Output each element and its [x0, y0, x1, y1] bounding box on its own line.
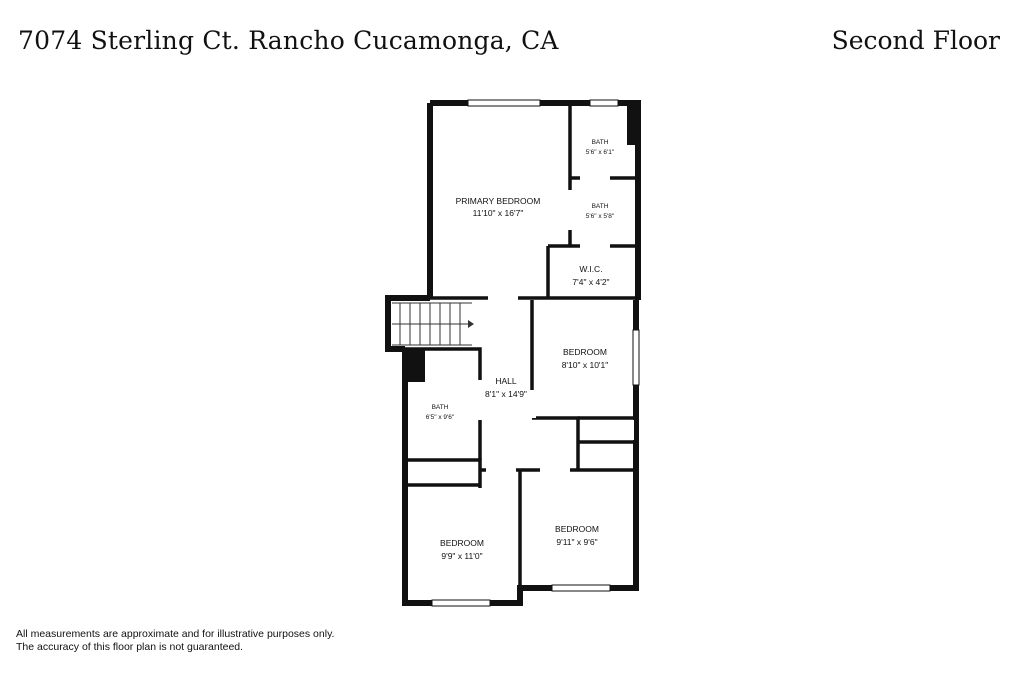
room-size-bedroom-sw: 9'9" x 11'0" [441, 551, 482, 561]
room-labels: PRIMARY BEDROOM 11'10" x 16'7" BATH 5'6"… [426, 139, 615, 561]
door-openings [408, 175, 634, 482]
wall-bedroom-south [532, 416, 580, 470]
disclaimer-line-1: All measurements are approximate and for… [16, 628, 335, 640]
room-name-hall: HALL [495, 376, 517, 386]
window-bedroom-se [551, 584, 611, 592]
disclaimer: All measurements are approximate and for… [16, 628, 334, 654]
floor-label: Second Floor [831, 26, 1000, 55]
staircase [392, 302, 474, 346]
room-size-hall: 8'1" x 14'9" [485, 389, 527, 399]
window-bedroom-east [632, 329, 640, 386]
room-name-bedroom-sw: BEDROOM [440, 538, 484, 548]
wall-south [402, 349, 639, 606]
chimney-block [627, 105, 638, 145]
room-size-wic: 7'4" x 4'2" [572, 277, 609, 287]
room-name-wic: W.I.C. [579, 264, 602, 274]
property-address: 7074 Sterling Ct. Rancho Cucamonga, CA [18, 26, 559, 55]
room-size-primary: 11'10" x 16'7" [473, 208, 524, 218]
room-size-bedroom-se: 9'11" x 9'6" [556, 537, 597, 547]
windows [431, 99, 640, 607]
room-name-bedroom-east: BEDROOM [563, 347, 607, 357]
room-name-bath3: BATH [432, 404, 449, 411]
window-primary [467, 99, 541, 107]
room-name-bath1: BATH [592, 139, 609, 146]
wall-bath3-east [405, 347, 482, 460]
utility-block [402, 349, 425, 382]
room-size-bath2: 5'6" x 5'8" [586, 213, 615, 220]
disclaimer-line-2: The accuracy of this floor plan is not g… [16, 641, 244, 653]
room-name-bedroom-se: BEDROOM [555, 524, 599, 534]
window-bedroom-sw [431, 599, 491, 607]
room-name-bath2: BATH [592, 203, 609, 210]
room-size-bath3: 6'5" x 9'6" [426, 414, 455, 421]
wall-bath3-south [405, 458, 482, 488]
room-size-bedroom-east: 8'10" x 10'1" [562, 360, 609, 370]
room-size-bath1: 5'6" x 6'1" [586, 149, 615, 156]
room-name-primary: PRIMARY BEDROOM [456, 196, 541, 206]
wall-stair [385, 295, 430, 352]
window-bath [589, 99, 619, 107]
